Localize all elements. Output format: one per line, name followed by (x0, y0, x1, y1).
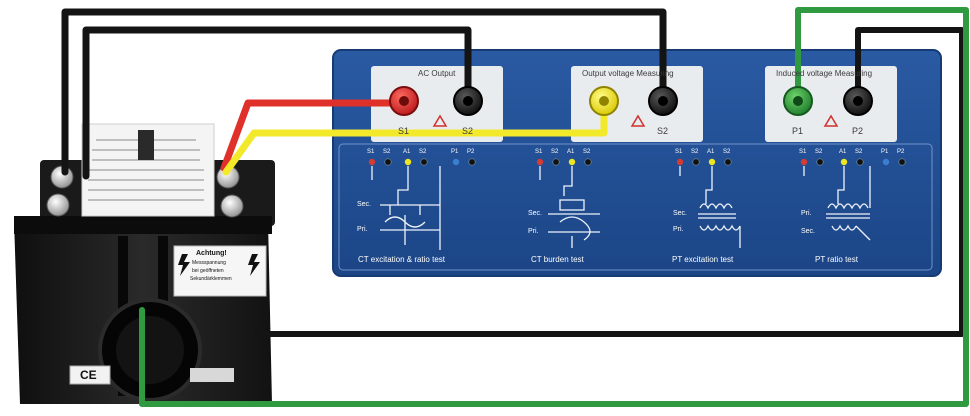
output-voltage-s2-label: S2 (657, 126, 668, 136)
jack-label: A1 (839, 149, 846, 155)
induced-voltage-title: Induced voltage Measuring (776, 69, 872, 78)
jack-label: P1 (881, 149, 888, 155)
caption-ct-burden: CT burden test (531, 255, 584, 264)
jack-hole (399, 96, 409, 106)
mini-jack (569, 159, 575, 165)
jack-label: P1 (451, 149, 458, 155)
jack-label: S2 (855, 149, 862, 155)
screw-icon (47, 194, 69, 216)
mini-jack (883, 159, 889, 165)
mini-jack (421, 159, 427, 165)
jack-label: S1 (367, 149, 374, 155)
shorting-switch (138, 130, 154, 160)
jack-label: S1 (675, 149, 682, 155)
jack-label: S2 (551, 149, 558, 155)
mini-jack (405, 159, 411, 165)
primary-window-inner (116, 316, 184, 384)
jack-label: S2 (583, 149, 590, 155)
small-plate (190, 368, 234, 382)
warning-line: Messspannung (192, 260, 226, 266)
jack-label: S2 (815, 149, 822, 155)
jack-label: S2 (383, 149, 390, 155)
output-voltage-title: Output voltage Measuring (582, 69, 674, 78)
ac-output-s1-label: S1 (398, 126, 409, 136)
jack-label: S1 (799, 149, 806, 155)
mini-jack (817, 159, 823, 165)
jack-hole (463, 96, 473, 106)
jack-label: A1 (403, 149, 410, 155)
caption-pt-excitation: PT excitation test (672, 255, 733, 264)
jack-label: S2 (691, 149, 698, 155)
induced-p1-label: P1 (792, 126, 803, 136)
mini-jack (469, 159, 475, 165)
mini-jack (385, 159, 391, 165)
jack-label: A1 (707, 149, 714, 155)
jack-label: A1 (567, 149, 574, 155)
mini-jack (553, 159, 559, 165)
mini-jack (841, 159, 847, 165)
induced-p2-label: P2 (852, 126, 863, 136)
pri-label: Pri. (528, 228, 539, 235)
pri-label: Pri. (357, 226, 368, 233)
sec-label: Sec. (357, 201, 371, 208)
mini-jack (677, 159, 683, 165)
warning-line: Sekundärklemmen (190, 276, 232, 282)
mini-jack (801, 159, 807, 165)
sec-label: Sec. (673, 210, 687, 217)
screw-icon (221, 195, 243, 217)
jack-label: P2 (897, 149, 904, 155)
warning-title: Achtung! (196, 250, 227, 257)
caption-ct-excitation: CT excitation & ratio test (358, 255, 445, 264)
pri-label: Pri. (801, 210, 812, 217)
mini-jack (369, 159, 375, 165)
mini-jack (693, 159, 699, 165)
pri-label: Pri. (673, 226, 684, 233)
sec-label: Sec. (801, 228, 815, 235)
mini-jack (537, 159, 543, 165)
caption-pt-ratio: PT ratio test (815, 255, 858, 264)
warning-line: bei geöffneten (192, 268, 224, 274)
sec-label: Sec. (528, 210, 542, 217)
jack-hole (853, 96, 863, 106)
jack-hole (658, 96, 668, 106)
mini-jack (585, 159, 591, 165)
ac-output-s2-label: S2 (462, 126, 473, 136)
mini-jack (857, 159, 863, 165)
mini-jack (453, 159, 459, 165)
jack-label: S2 (419, 149, 426, 155)
jack-label: P2 (467, 149, 474, 155)
mini-jack (899, 159, 905, 165)
jack-hole (793, 96, 803, 106)
ce-mark: CE (80, 368, 97, 382)
mini-jack (709, 159, 715, 165)
ac-output-title: AC Output (418, 69, 455, 78)
jack-label: S1 (535, 149, 542, 155)
jack-label: S2 (723, 149, 730, 155)
mini-jack (725, 159, 731, 165)
ct-top-lip (14, 216, 272, 234)
jack-hole (599, 96, 609, 106)
